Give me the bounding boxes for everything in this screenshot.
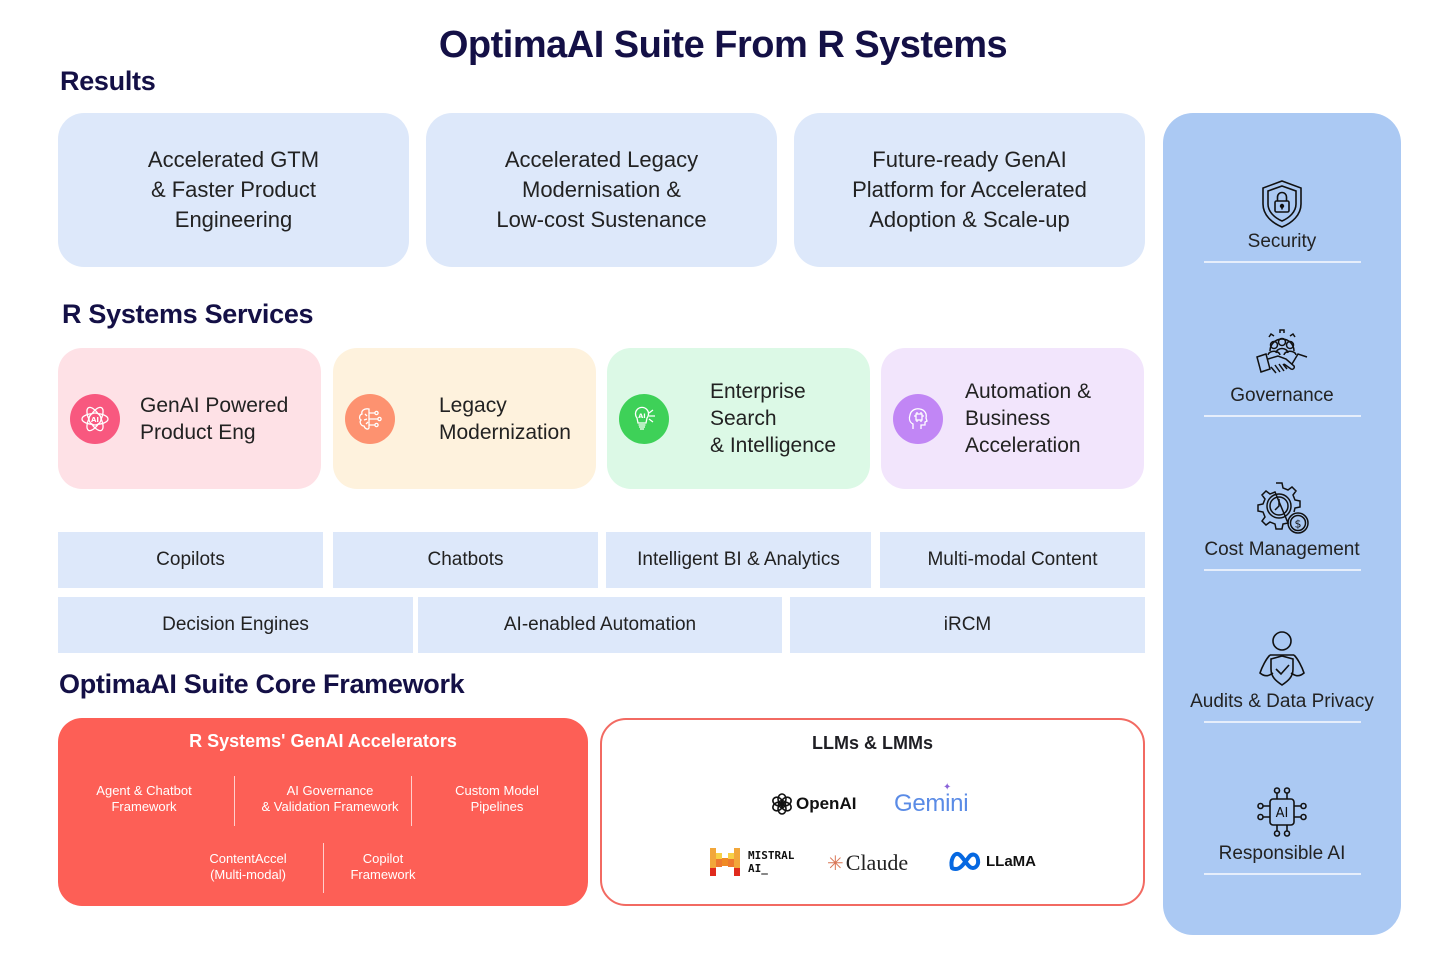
result-card: Future-ready GenAI Platform for Accelera… — [794, 113, 1145, 267]
service-label: GenAI Powered Product Eng — [140, 393, 289, 444]
genai-accelerators-panel: R Systems' GenAI Accelerators Agent & Ch… — [58, 718, 588, 906]
offering-chip-chatbots: Chatbots — [333, 532, 598, 588]
accelerator-item: Custom Model Pipelines — [455, 783, 539, 814]
ai-head-icon — [893, 393, 943, 444]
services-heading: R Systems Services — [62, 299, 314, 329]
service-card-enterprise-search: AI Enterprise Search & Intelligence — [607, 348, 870, 489]
gear-clock-dollar-icon: $ — [1257, 482, 1309, 534]
claude-logo: ✳ Claude — [827, 850, 908, 876]
llms-panel: LLMs & LMMs OpenAI Gemini ✦ — [600, 718, 1145, 906]
handshake-gear-icon — [1256, 329, 1308, 374]
ai-bulb-icon: AI — [619, 393, 669, 444]
service-card-genai-product-eng: AI GenAI Powered Product Eng — [58, 348, 321, 489]
person-shield-check-icon — [1259, 631, 1305, 686]
accelerator-item: AI Governance & Validation Framework — [261, 783, 399, 814]
gemini-logo: Gemini ✦ — [894, 782, 969, 818]
divider — [234, 776, 235, 826]
service-card-legacy-modernization: Legacy Modernization — [333, 348, 596, 489]
divider — [411, 776, 412, 826]
offering-chip-bi-analytics: Intelligent BI & Analytics — [606, 532, 871, 588]
pillar-label: Audits & Data Privacy — [1190, 691, 1374, 712]
pillar-responsible-ai: AI Responsible AI — [1163, 785, 1401, 875]
llms-title: LLMs & LMMs — [812, 733, 933, 753]
service-label: Enterprise Search & Intelligence — [710, 380, 837, 457]
result-card: Accelerated Legacy Modernisation & Low-c… — [426, 113, 777, 267]
page-title: OptimaAI Suite From R Systems — [438, 24, 1008, 66]
offering-chip-decision-engines: Decision Engines — [58, 597, 413, 653]
gemini-label: Gemini — [894, 790, 969, 817]
mistral-icon — [710, 848, 740, 876]
accelerator-item: Agent & Chatbot Framework — [96, 783, 192, 814]
svg-text:$: $ — [1295, 518, 1302, 531]
openai-icon — [772, 793, 792, 815]
divider — [1203, 873, 1361, 875]
openai-logo: OpenAI — [770, 792, 856, 816]
ai-chip-icon: AI — [1257, 787, 1307, 837]
mistral-logo: MISTRAL AI_ — [710, 848, 794, 876]
divider — [1203, 721, 1361, 723]
claude-label: Claude — [845, 850, 909, 875]
meta-infinity-icon — [949, 851, 981, 872]
pillar-label: Governance — [1230, 385, 1334, 406]
svg-text:AI: AI — [91, 416, 99, 424]
pillar-security: Security — [1163, 179, 1401, 263]
accelerators-title: R Systems' GenAI Accelerators — [189, 731, 457, 751]
pillar-label: Security — [1247, 231, 1317, 252]
ai-atom-icon: AI — [70, 393, 120, 444]
divider — [1203, 261, 1361, 263]
mistral-label: MISTRAL — [748, 849, 795, 862]
service-label: Legacy Modernization — [439, 393, 571, 444]
offering-chip-multimodal: Multi-modal Content — [880, 532, 1145, 588]
svg-text:AI: AI — [1276, 806, 1289, 821]
result-card: Accelerated GTM & Faster Product Enginee… — [58, 113, 409, 267]
results-heading: Results — [60, 66, 156, 96]
offering-chip-ircm: iRCM — [790, 597, 1145, 653]
divider — [1203, 415, 1361, 417]
pillars-panel: Security Governance $ Cost Management — [1163, 113, 1401, 935]
pillar-cost-management: $ Cost Management — [1163, 481, 1401, 571]
divider — [1203, 569, 1361, 571]
divider — [323, 843, 324, 893]
offering-chip-ai-automation: AI-enabled Automation — [418, 597, 782, 653]
brain-circuit-icon — [345, 393, 395, 444]
pillar-audits-data-privacy: Audits & Data Privacy — [1163, 631, 1401, 723]
llama-logo: LLaMA — [948, 850, 1036, 872]
openai-label: OpenAI — [796, 794, 857, 813]
pillar-governance: Governance — [1163, 329, 1401, 417]
llama-label: LLaMA — [986, 852, 1036, 870]
service-label: Automation & Business Acceleration — [965, 380, 1092, 457]
gemini-sparkle-icon: ✦ — [943, 782, 952, 793]
accelerator-item: ContentAccel (Multi-modal) — [209, 851, 287, 882]
offering-chip-copilots: Copilots — [58, 532, 323, 588]
claude-asterisk-icon: ✳ — [827, 852, 844, 875]
mistral-label-2: AI_ — [748, 862, 768, 875]
core-framework-heading: OptimaAI Suite Core Framework — [59, 669, 465, 699]
pillar-label: Responsible AI — [1218, 843, 1346, 864]
svg-text:AI: AI — [638, 412, 645, 420]
accelerator-item: Copilot Framework — [350, 851, 416, 882]
service-card-automation: Automation & Business Acceleration — [881, 348, 1144, 489]
shield-lock-icon — [1262, 180, 1302, 228]
pillar-label: Cost Management — [1204, 539, 1360, 560]
